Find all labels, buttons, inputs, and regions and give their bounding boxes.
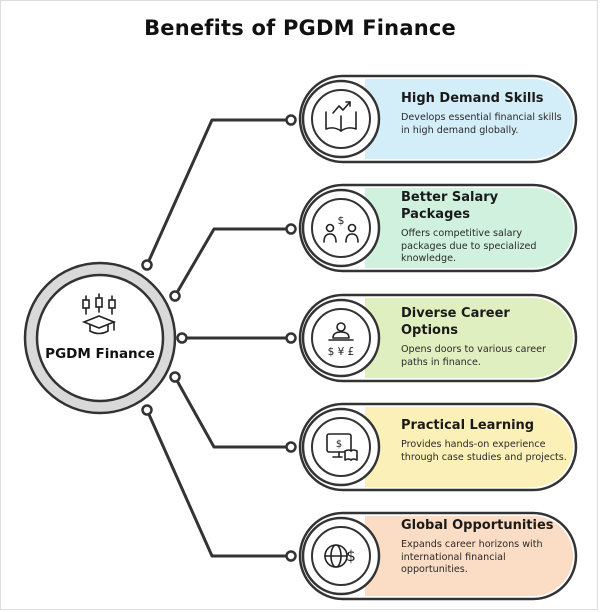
- benefit-text-1: High Demand Skills Develops essential fi…: [401, 90, 569, 137]
- globe-dollar-icon: $: [324, 544, 356, 568]
- book-trend-arrow-icon: [325, 101, 357, 132]
- svg-text:$: $: [346, 547, 356, 565]
- monitor-dollar-book-icon: $: [326, 433, 358, 461]
- dot: [285, 332, 297, 344]
- benefit-card-5: [298, 511, 578, 601]
- connector-dots: [141, 114, 297, 562]
- dot: [285, 223, 297, 235]
- dot: [285, 114, 297, 126]
- benefit-card-2: [298, 183, 578, 273]
- svg-text:$ ¥ £: $ ¥ £: [328, 346, 355, 358]
- benefit-description: Opens doors to various career paths in f…: [401, 344, 546, 368]
- dot: [285, 550, 297, 562]
- hub-label: PGDM Finance: [45, 346, 155, 362]
- benefit-description: Develops essential financial skills in h…: [401, 112, 562, 136]
- connector-2: [173, 227, 293, 298]
- connector-1: [145, 118, 293, 267]
- dot: [176, 332, 188, 344]
- connectors: [145, 118, 293, 558]
- benefit-card-1: [298, 74, 578, 164]
- benefit-description: Expands career horizons with internation…: [401, 539, 543, 576]
- connector-5: [145, 408, 293, 558]
- diagram-title: Benefits of PGDM Finance: [144, 16, 456, 40]
- benefit-text-4: Practical Learning Provides hands-on exp…: [401, 417, 569, 464]
- benefit-text-2: Better Salary Packages Offers competitiv…: [401, 189, 569, 266]
- svg-text:$: $: [336, 439, 342, 450]
- benefit-description: Offers competitive salary packages due t…: [401, 228, 537, 265]
- benefit-text-5: Global Opportunities Expands career hori…: [401, 517, 569, 577]
- benefit-card-4: [298, 402, 578, 492]
- people-dollar-icon: $: [323, 214, 359, 243]
- graduation-cap-candlestick-icon: [81, 293, 117, 335]
- dot: [169, 290, 181, 302]
- benefit-text-3: Diverse Career Options Opens doors to va…: [401, 305, 569, 369]
- benefit-title: Practical Learning: [401, 418, 535, 433]
- person-currencies-icon: $ ¥ £: [328, 322, 355, 358]
- dot: [141, 404, 153, 416]
- dot: [169, 371, 181, 383]
- benefit-title: Better Salary Packages: [401, 190, 499, 222]
- connector-4: [173, 375, 293, 449]
- svg-text:$: $: [338, 214, 345, 227]
- dot: [141, 259, 153, 271]
- benefit-title: High Demand Skills: [401, 91, 544, 106]
- benefit-title: Global Opportunities: [401, 518, 554, 533]
- benefit-title: Diverse Career Options: [401, 306, 510, 338]
- hub-node: [23, 261, 177, 415]
- benefit-description: Provides hands-on experience through cas…: [401, 439, 567, 463]
- dot: [285, 441, 297, 453]
